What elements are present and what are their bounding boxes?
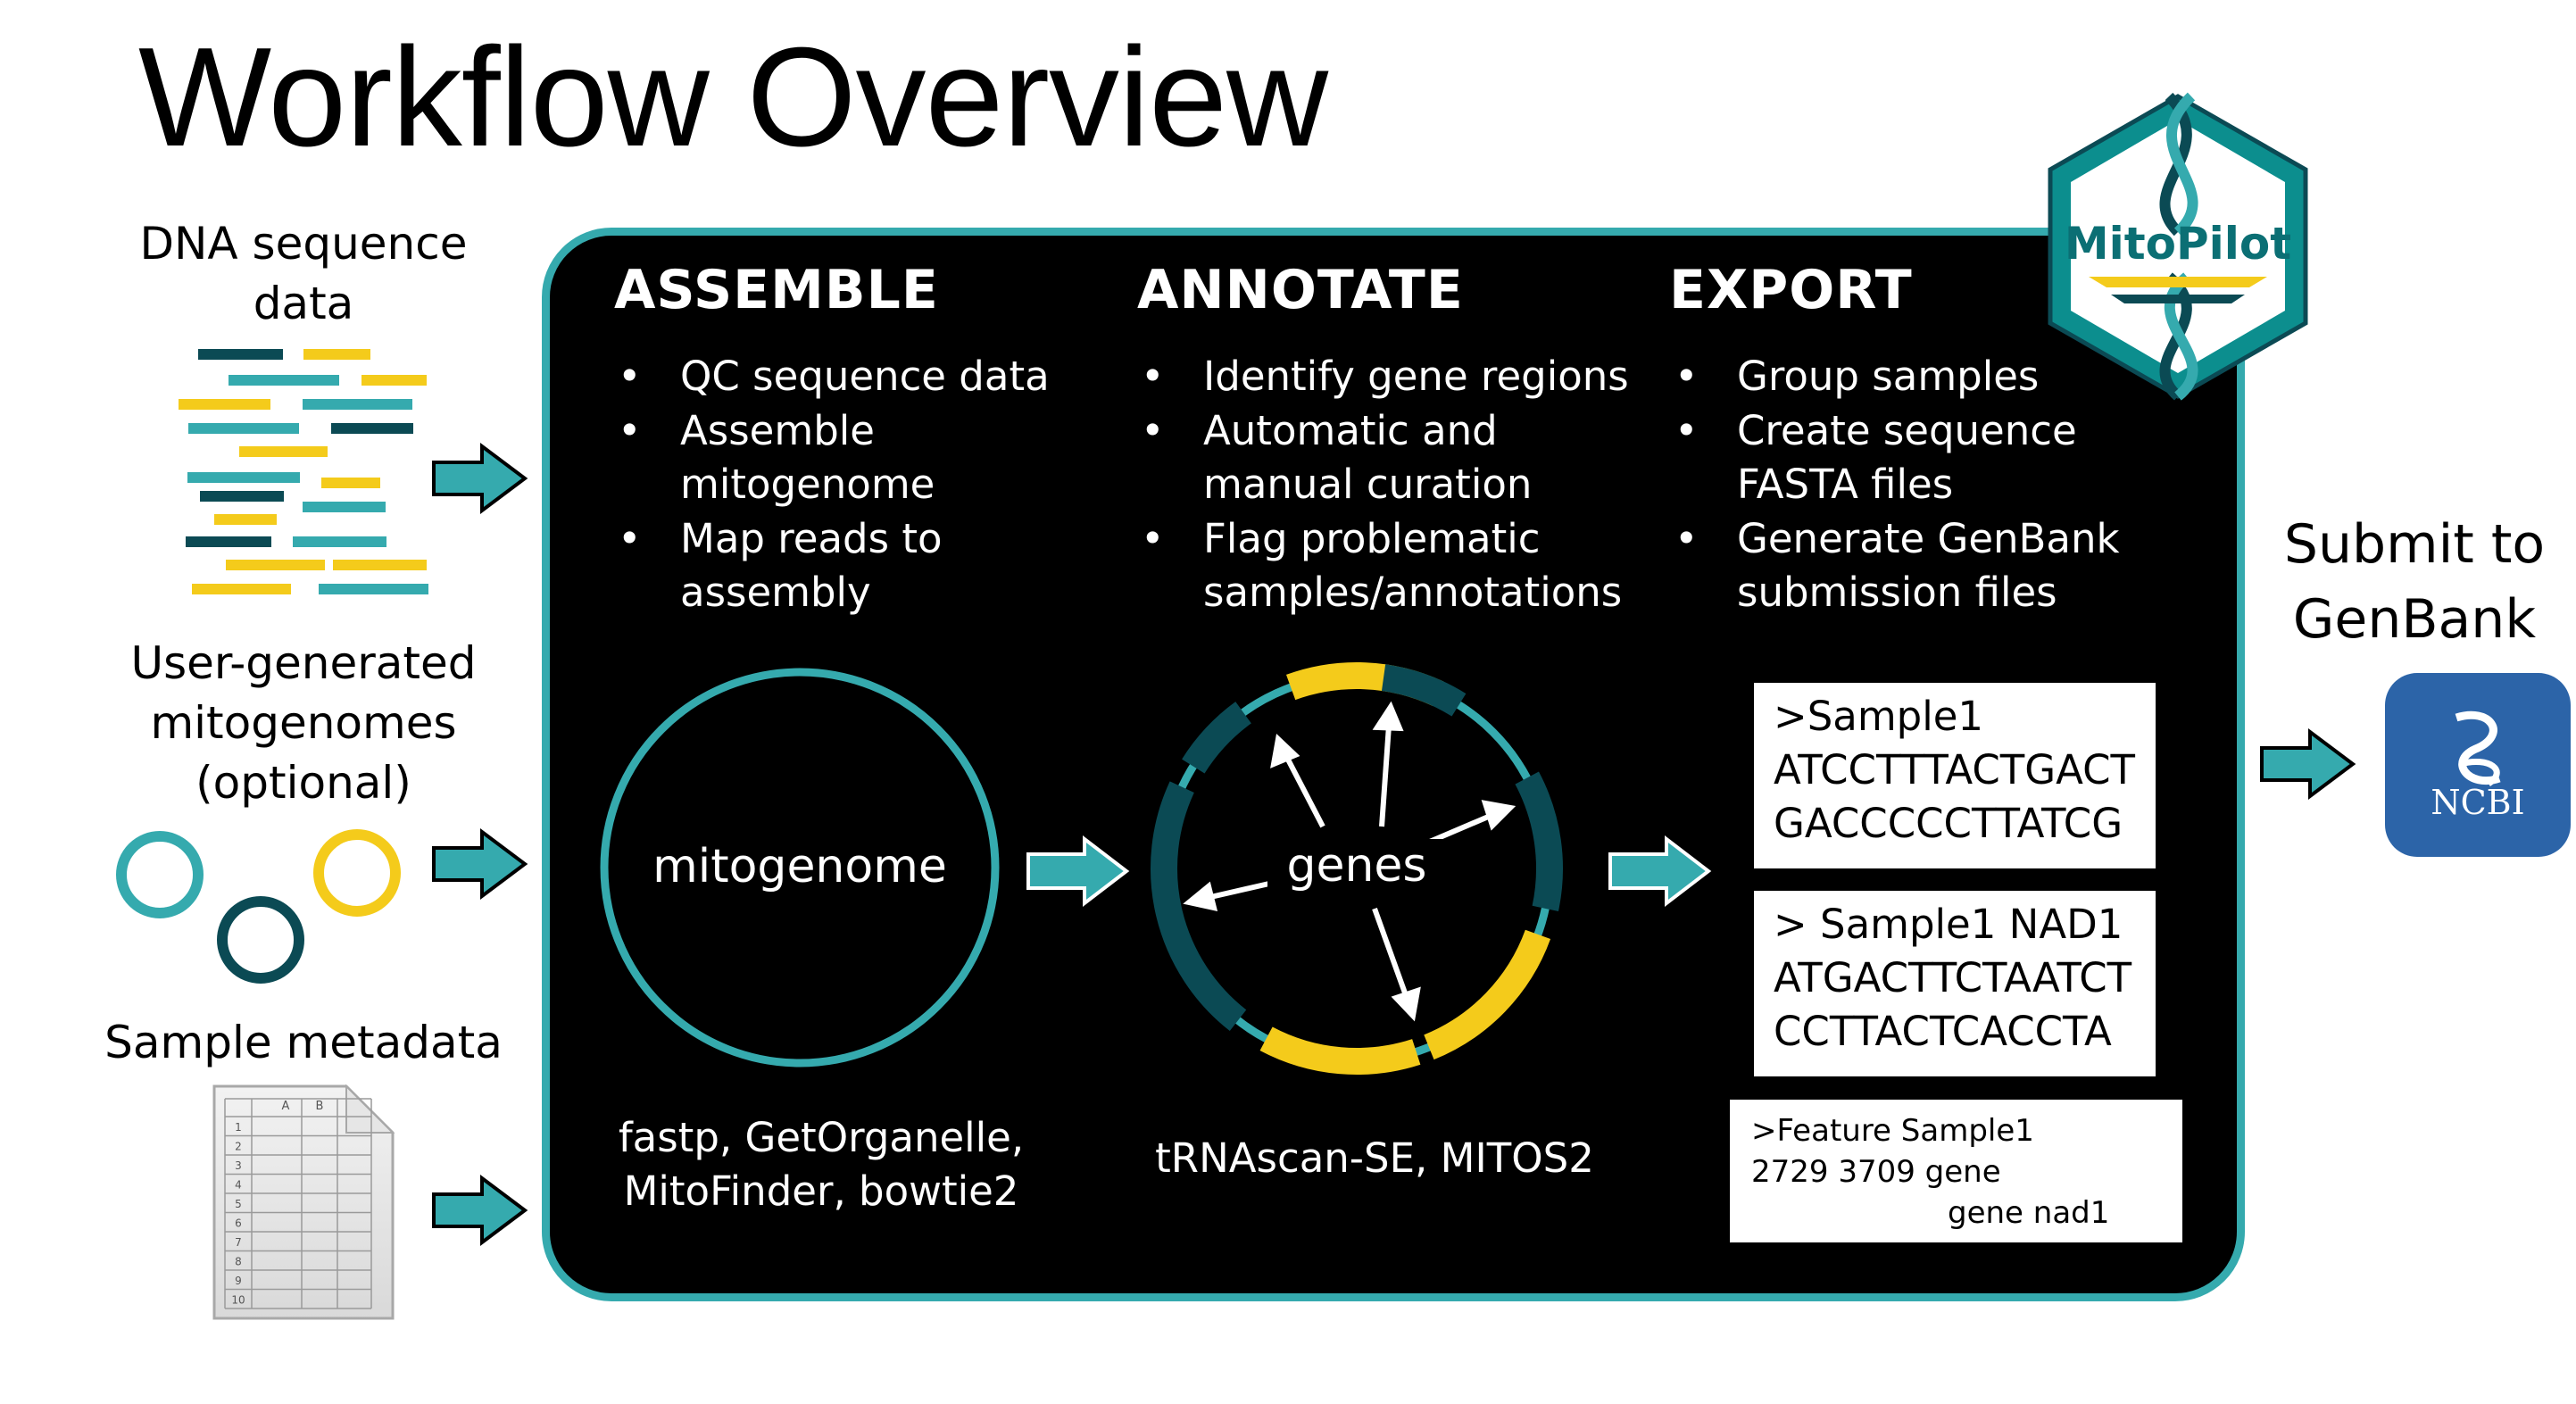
mitogenome-circle — [600, 668, 1000, 1068]
page-title: Workflow Overview — [138, 19, 1328, 176]
fasta-header: > Sample1 NAD1 — [1774, 901, 2123, 948]
spreadsheet-row-number: 3 — [235, 1159, 242, 1172]
wings-icon — [2089, 277, 2267, 287]
heading-assemble: ASSEMBLE — [614, 259, 939, 321]
feature-line: 2729 3709 gene — [1751, 1154, 2001, 1190]
bullet-item: Map reads to assembly — [618, 512, 1050, 620]
arrow-right-icon — [1608, 835, 1712, 908]
dna-helix-icon — [2455, 710, 2501, 785]
gene-arc — [1424, 929, 1551, 1060]
fasta-box-gene: > Sample1 NAD1 ATGACTTCTAATCT CCTTACTCAC… — [1754, 891, 2156, 1076]
feature-line: gene nad1 — [1948, 1195, 2110, 1231]
export-bullets: Group samples Create sequence FASTA file… — [1674, 350, 2120, 620]
gene-arc — [1182, 702, 1252, 774]
input-label-metadata: Sample metadata — [104, 1017, 503, 1068]
assemble-bullets: QC sequence data Assemble mitogenome Map… — [618, 350, 1050, 620]
gene-arc — [1515, 771, 1563, 912]
annotate-tools: tRNAscan-SE, MITOS2 — [1155, 1134, 1594, 1182]
fasta-sequence-line: CCTTACTCACCTA — [1774, 1008, 2112, 1055]
submit-label: Submit to GenBank — [2283, 513, 2546, 651]
spreadsheet-row-number: 2 — [235, 1141, 242, 1153]
mitopilot-logo: MitoPilot — [2048, 92, 2308, 401]
arrow-right-icon — [432, 1175, 528, 1246]
spreadsheet-row-number: 5 — [235, 1198, 242, 1210]
spreadsheet-col-b: B — [316, 1100, 324, 1113]
spreadsheet-icon: A B 1 2 3 4 5 6 7 8 9 10 — [212, 1084, 395, 1320]
spreadsheet-row-number: 1 — [235, 1121, 242, 1134]
heading-annotate: ANNOTATE — [1137, 259, 1464, 321]
fasta-box-sample: >Sample1 ATCCTTTACTGACT GACCCCCTTATCG — [1754, 683, 2156, 868]
arrow-right-icon — [432, 828, 528, 900]
gene-arrow — [1379, 725, 1392, 827]
spreadsheet-row-number: 7 — [235, 1236, 242, 1249]
annotate-bullets: Identify gene regions Automatic and manu… — [1141, 350, 1629, 620]
arrow-head — [1481, 800, 1517, 831]
bullet-item: Group samples — [1674, 350, 2120, 404]
bullet-item: Flag problematic samples/annotations — [1141, 512, 1629, 620]
gene-arrow — [1424, 812, 1494, 846]
input-label-dna: DNA sequence data — [139, 218, 468, 329]
assemble-tools: fastp, GetOrganelle, MitoFinder, bowtie2 — [618, 1114, 1025, 1215]
bullet-item: Automatic and manual curation — [1141, 404, 1629, 512]
ncbi-text: NCBI — [2431, 783, 2524, 822]
feature-line: >Feature Sample1 — [1751, 1113, 2034, 1149]
spreadsheet-row-number: 6 — [235, 1217, 242, 1230]
spreadsheet-row-number: 8 — [235, 1256, 242, 1268]
gene-arc — [1259, 1026, 1421, 1075]
dna-helix-icon — [2164, 272, 2198, 401]
mitogenome-ring-icon — [116, 831, 204, 918]
fasta-sequence-line: ATGACTTCTAATCT — [1774, 954, 2132, 1001]
spreadsheet-col-a: A — [282, 1100, 290, 1113]
fasta-sequence-line: GACCCCCTTATCG — [1774, 800, 2123, 847]
fasta-header: >Sample1 — [1774, 693, 1984, 740]
fasta-sequence-line: ATCCTTTACTGACT — [1774, 746, 2136, 793]
spreadsheet-row-number: 4 — [235, 1179, 242, 1192]
bullet-item: Create sequence FASTA files — [1674, 404, 2120, 512]
gene-arrow — [1284, 754, 1325, 828]
input-label-user-mitogenomes: User-generated mitogenomes (optional) — [130, 637, 477, 809]
ncbi-logo: NCBI — [2385, 673, 2571, 857]
arrow-head — [1391, 986, 1421, 1022]
mitogenome-label: mitogenome — [652, 840, 947, 893]
logo-text: MitoPilot — [2065, 218, 2291, 270]
heading-export: EXPORT — [1669, 259, 1913, 321]
bullet-item: QC sequence data — [618, 350, 1050, 404]
mitogenome-ring-icon — [217, 896, 304, 984]
genes-label: genes — [1267, 839, 1446, 893]
spreadsheet-row-number: 9 — [235, 1275, 242, 1287]
gene-arc — [1381, 664, 1467, 717]
gene-arrow — [1372, 907, 1409, 1000]
arrow-head — [1372, 701, 1404, 732]
arrow-right-icon — [1026, 835, 1130, 908]
arrow-right-icon — [432, 443, 528, 514]
arrow-head — [1183, 881, 1218, 911]
mitogenome-ring-icon — [313, 829, 401, 917]
spreadsheet-row-number: 10 — [231, 1294, 245, 1307]
arrow-head — [1270, 733, 1300, 768]
arrow-right-icon — [2260, 728, 2356, 800]
bullet-item: Identify gene regions — [1141, 350, 1629, 404]
bullet-item: Generate GenBank submission files — [1674, 512, 2120, 620]
dna-helix-icon — [2166, 92, 2198, 237]
bullet-item: Assemble mitogenome — [618, 404, 1050, 512]
gene-arc — [1151, 781, 1247, 1032]
feature-table-box: >Feature Sample1 2729 3709 gene gene nad… — [1730, 1100, 2182, 1242]
